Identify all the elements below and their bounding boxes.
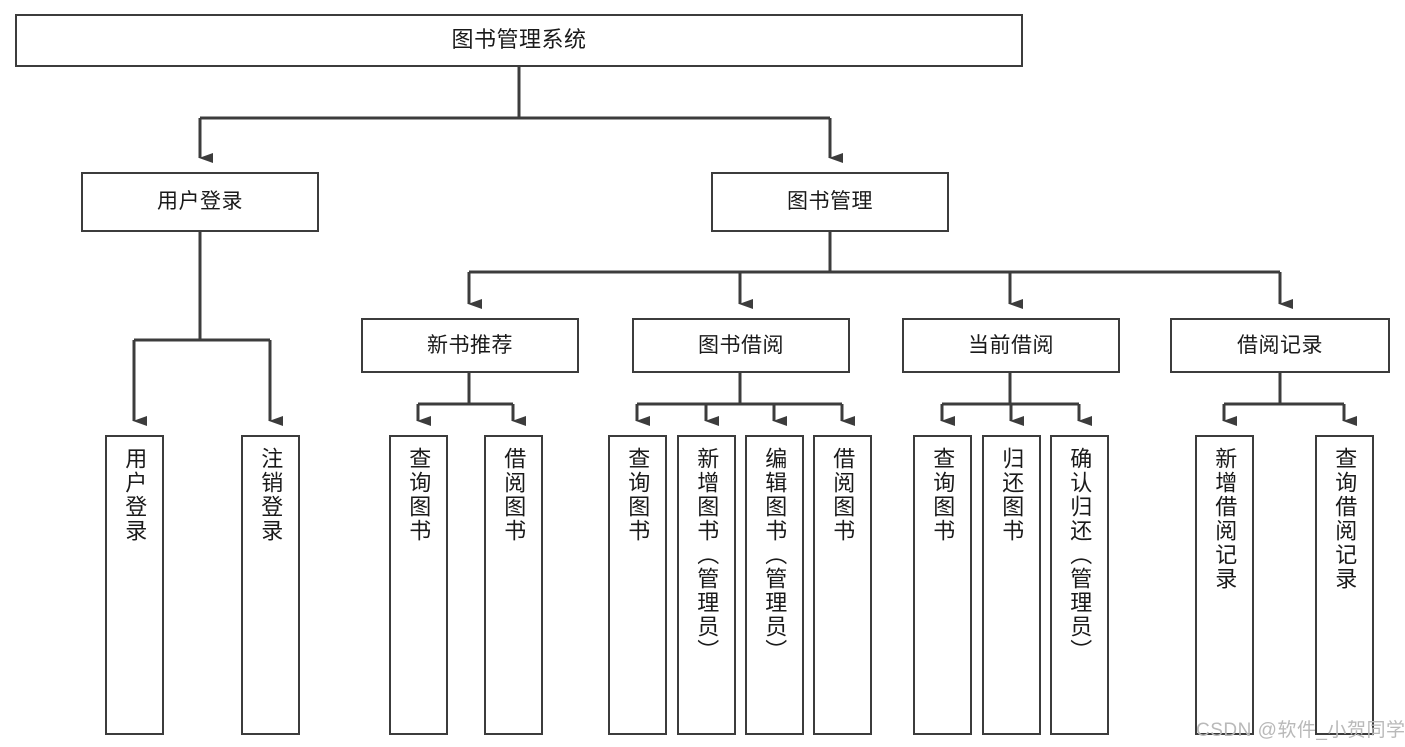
node-book-management-label: 图书管理 xyxy=(787,190,873,214)
leaf-confirm-return-admin-label: 确认归还（管理员） xyxy=(1067,447,1093,663)
leaf-add-book-admin-label: 新增图书（管理员） xyxy=(694,447,720,663)
leaf-edit-book-admin-label: 编辑图书（管理员） xyxy=(762,447,788,663)
node-current-borrow-label: 当前借阅 xyxy=(968,333,1054,357)
node-book-management[interactable]: 图书管理 xyxy=(711,172,949,232)
leaf-borrow-book[interactable]: 借阅图书 xyxy=(813,435,872,735)
leaf-user-login[interactable]: 用户登录 xyxy=(105,435,164,735)
leaf-query-book-borrow-label: 查询图书 xyxy=(625,447,651,543)
leaf-confirm-return-admin[interactable]: 确认归还（管理员） xyxy=(1050,435,1109,735)
leaf-borrow-book-newbook[interactable]: 借阅图书 xyxy=(484,435,543,735)
node-root-label: 图书管理系统 xyxy=(451,27,587,53)
leaf-borrow-book-newbook-label: 借阅图书 xyxy=(501,447,527,543)
leaf-query-borrow-record-label: 查询借阅记录 xyxy=(1332,447,1358,591)
leaf-logout-login[interactable]: 注销登录 xyxy=(241,435,300,735)
leaf-query-book-borrow[interactable]: 查询图书 xyxy=(608,435,667,735)
node-book-borrow-label: 图书借阅 xyxy=(698,333,784,357)
node-borrow-record[interactable]: 借阅记录 xyxy=(1170,318,1390,373)
node-new-book-recommend-label: 新书推荐 xyxy=(427,333,513,357)
leaf-borrow-book-label: 借阅图书 xyxy=(830,447,856,543)
leaf-query-book-current-label: 查询图书 xyxy=(930,447,956,543)
leaf-return-book[interactable]: 归还图书 xyxy=(982,435,1041,735)
node-user-login[interactable]: 用户登录 xyxy=(81,172,319,232)
node-borrow-record-label: 借阅记录 xyxy=(1237,333,1323,357)
leaf-user-login-label: 用户登录 xyxy=(122,447,148,543)
leaf-edit-book-admin[interactable]: 编辑图书（管理员） xyxy=(745,435,804,735)
leaf-add-book-admin[interactable]: 新增图书（管理员） xyxy=(677,435,736,735)
leaf-add-borrow-record[interactable]: 新增借阅记录 xyxy=(1195,435,1254,735)
leaf-query-book-newbook-label: 查询图书 xyxy=(406,447,432,543)
leaf-query-book-newbook[interactable]: 查询图书 xyxy=(389,435,448,735)
node-user-login-label: 用户登录 xyxy=(157,190,243,214)
node-current-borrow[interactable]: 当前借阅 xyxy=(902,318,1120,373)
leaf-query-borrow-record[interactable]: 查询借阅记录 xyxy=(1315,435,1374,735)
leaf-add-borrow-record-label: 新增借阅记录 xyxy=(1212,447,1238,591)
node-book-borrow[interactable]: 图书借阅 xyxy=(632,318,850,373)
leaf-return-book-label: 归还图书 xyxy=(999,447,1025,543)
leaf-logout-login-label: 注销登录 xyxy=(258,447,284,543)
node-new-book-recommend[interactable]: 新书推荐 xyxy=(361,318,579,373)
leaf-query-book-current[interactable]: 查询图书 xyxy=(913,435,972,735)
node-root[interactable]: 图书管理系统 xyxy=(15,14,1023,67)
